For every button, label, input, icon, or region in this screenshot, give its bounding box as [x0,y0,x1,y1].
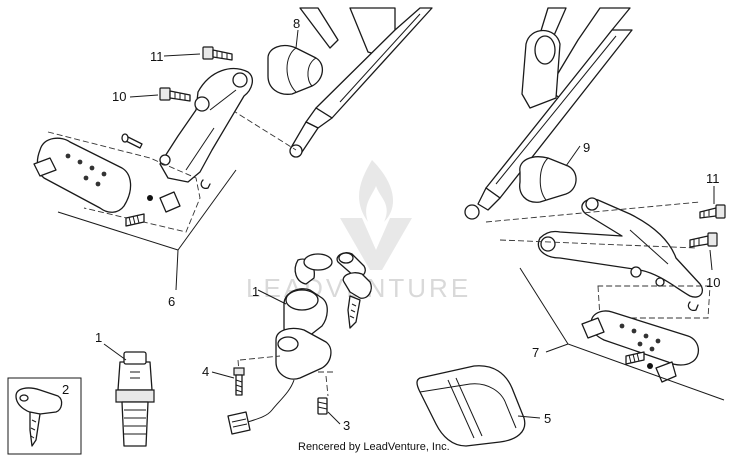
left-footpeg [33,131,201,233]
left-e-clip [200,179,211,190]
part-1-lock-cylinder [115,351,155,447]
right-footpeg [581,285,711,383]
callout-6: 6 [168,294,175,309]
callout-11-right: 11 [706,171,720,186]
callout-9: 9 [583,140,590,155]
part-8-clamp [267,44,323,95]
part-4-screw [233,367,245,396]
right-footpeg-bracket [537,197,704,298]
part-11-bolt-right [699,204,726,219]
callout-11-left: 11 [150,49,164,64]
callout-10-left: 10 [112,89,126,104]
left-footpeg-bracket [159,68,254,183]
part-10-bolt-left [159,87,191,102]
part-5-tool-pouch [416,365,526,447]
callout-3: 3 [343,418,350,433]
part-9-clamp [519,156,577,203]
part-2-key [7,377,82,455]
left-frame-tube [289,7,433,158]
callout-2: 2 [62,382,69,397]
callout-5: 5 [544,411,551,426]
callout-7: 7 [532,345,539,360]
callout-1-lock: 1 [95,330,102,345]
right-e-clip [687,301,699,312]
part-10-bolt-right [689,232,718,248]
watermark-logo [340,160,412,270]
callout-10-right: 10 [706,275,720,290]
part-11-bolt-left [202,46,233,61]
ignition-switch [227,252,372,435]
right-frame-tube [464,7,633,220]
callout-1-ignition: 1 [252,284,259,299]
callout-4: 4 [202,364,209,379]
callout-8: 8 [293,16,300,31]
part-3-set-screw [317,397,328,415]
credit-text: Rencered by LeadVenture, Inc. [298,441,450,453]
left-pin [121,133,143,149]
